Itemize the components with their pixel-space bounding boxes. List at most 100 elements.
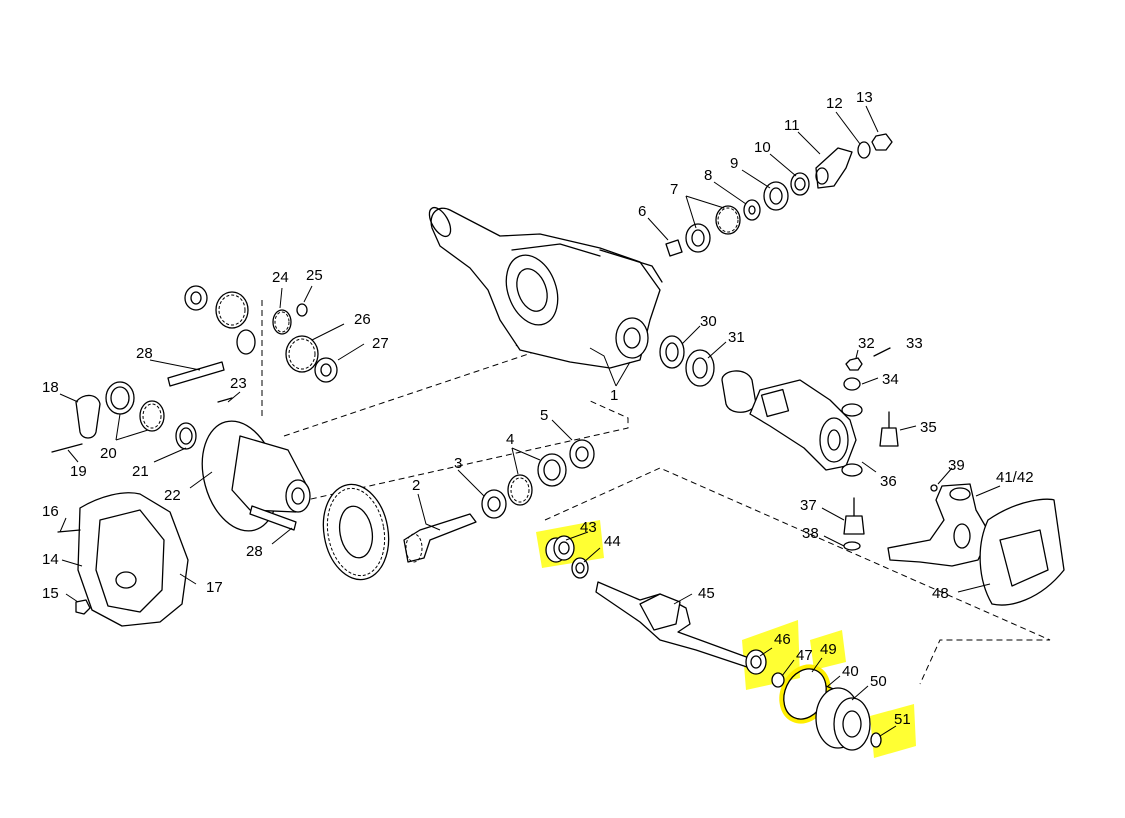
- part-48-dust-shield: [979, 498, 1065, 606]
- part-8-washer: [743, 199, 761, 221]
- diff-case-ring-pinion: [201, 420, 595, 581]
- callout-18: 18: [42, 379, 59, 396]
- callout-46: 46: [774, 631, 791, 648]
- part-15-fill-plug: [75, 599, 91, 615]
- part-26-side-gear: [285, 335, 319, 373]
- callout-28-bottom: 28: [246, 543, 263, 560]
- assembly-lines: [261, 299, 1051, 685]
- part-7-bearing-race: [685, 223, 711, 253]
- callout-41-42: 41/42: [996, 469, 1034, 486]
- callout-7: 7: [670, 181, 678, 198]
- callout-32: 32: [858, 335, 875, 352]
- callout-17: 17: [206, 579, 223, 596]
- callout-4: 4: [506, 431, 514, 448]
- axle-housing: [428, 206, 663, 369]
- diff-cover: [57, 492, 189, 627]
- callout-51: 51: [894, 711, 911, 728]
- callout-2: 2: [412, 477, 420, 494]
- part-47-seal: [771, 672, 785, 688]
- part-25-washer-top: [184, 285, 208, 311]
- part-11-yoke: [815, 147, 853, 189]
- part-45-axle-shaft: [595, 581, 761, 671]
- part-4-race: [537, 453, 567, 487]
- part-30-seal: [659, 335, 685, 369]
- leader-lines: [59, 105, 1001, 737]
- callout-9: 9: [730, 155, 738, 172]
- callout-38: 38: [802, 525, 819, 542]
- callout-22: 22: [164, 487, 181, 504]
- callout-49: 49: [820, 641, 837, 658]
- highlight-51: [870, 704, 916, 758]
- part-28-shaft-top: [167, 361, 225, 387]
- callout-21: 21: [132, 463, 149, 480]
- part-41-steering-knuckle: [887, 483, 991, 567]
- steering-knuckle-parts: [843, 347, 1065, 606]
- callout-24: 24: [272, 269, 289, 286]
- part-13-nut: [871, 133, 893, 151]
- callout-50: 50: [870, 673, 887, 690]
- part-2-drive-pinion: [403, 513, 477, 563]
- callout-20: 20: [100, 445, 117, 462]
- callout-1: 1: [610, 387, 618, 404]
- part-3-shim: [481, 489, 507, 519]
- part-51-snap-ring: [870, 732, 882, 748]
- callout-10: 10: [754, 139, 771, 156]
- callout-30: 30: [700, 313, 717, 330]
- callout-5: 5: [540, 407, 548, 424]
- part-4-bearing: [507, 474, 533, 506]
- callout-16: 16: [42, 503, 59, 520]
- callout-labels: 1 2 3 4 5 6 7 8 9 10 11 12 13 14 15 16 1…: [42, 89, 1034, 728]
- part-14-cover: [77, 492, 189, 627]
- callout-8: 8: [704, 167, 712, 184]
- part-39-plug: [930, 484, 938, 492]
- callout-44: 44: [604, 533, 621, 550]
- part-35-ball-joint: [879, 427, 899, 447]
- part-18-bearing-cap: [75, 394, 101, 439]
- callout-14: 14: [42, 551, 59, 568]
- callout-12: 12: [826, 95, 843, 112]
- part-27-thrust-washer: [314, 357, 338, 383]
- part-9-seal: [763, 181, 789, 211]
- part-12-washer: [857, 141, 871, 159]
- axle-shaft-assembly: [545, 535, 882, 751]
- part-28-shaft: [249, 505, 297, 531]
- callout-37: 37: [800, 497, 817, 514]
- part-10-deflector: [790, 172, 810, 196]
- callout-34: 34: [882, 371, 899, 388]
- callout-11: 11: [784, 117, 800, 134]
- callout-13: 13: [856, 89, 873, 106]
- callout-39: 39: [948, 457, 965, 474]
- ring-gear: [322, 483, 390, 581]
- side-gear-top: [215, 291, 249, 329]
- part-32-nut: [845, 357, 863, 371]
- part-21-shim: [175, 422, 197, 450]
- part-25-washer: [296, 303, 308, 317]
- part-7-bearing: [715, 205, 741, 235]
- callout-33: 33: [906, 335, 923, 352]
- callout-28-top: 28: [136, 345, 153, 362]
- callout-47: 47: [796, 647, 813, 664]
- callout-15: 15: [42, 585, 59, 602]
- pinion-yoke-parts: [665, 133, 893, 257]
- callout-31: 31: [728, 329, 745, 346]
- callout-25: 25: [306, 267, 323, 284]
- part-46-bearing: [745, 649, 767, 675]
- callout-43: 43: [580, 519, 597, 536]
- callout-27: 27: [372, 335, 389, 352]
- part-37-ball-joint: [843, 515, 865, 535]
- callout-23: 23: [230, 375, 247, 392]
- callout-19: 19: [70, 463, 87, 480]
- callout-48: 48: [932, 585, 949, 602]
- part-33-cotter: [873, 347, 891, 357]
- differential-internals: [51, 285, 338, 453]
- part-20-bearing: [139, 400, 165, 432]
- axle-tube-assembly: [659, 335, 863, 477]
- callout-26: 26: [354, 311, 371, 328]
- part-38-snap-ring: [843, 541, 861, 551]
- part-24-pinion-gear: [272, 309, 292, 335]
- callout-36: 36: [880, 473, 897, 490]
- part-44-seal: [571, 557, 589, 579]
- callout-6: 6: [638, 203, 646, 220]
- part-5-washer: [569, 439, 595, 469]
